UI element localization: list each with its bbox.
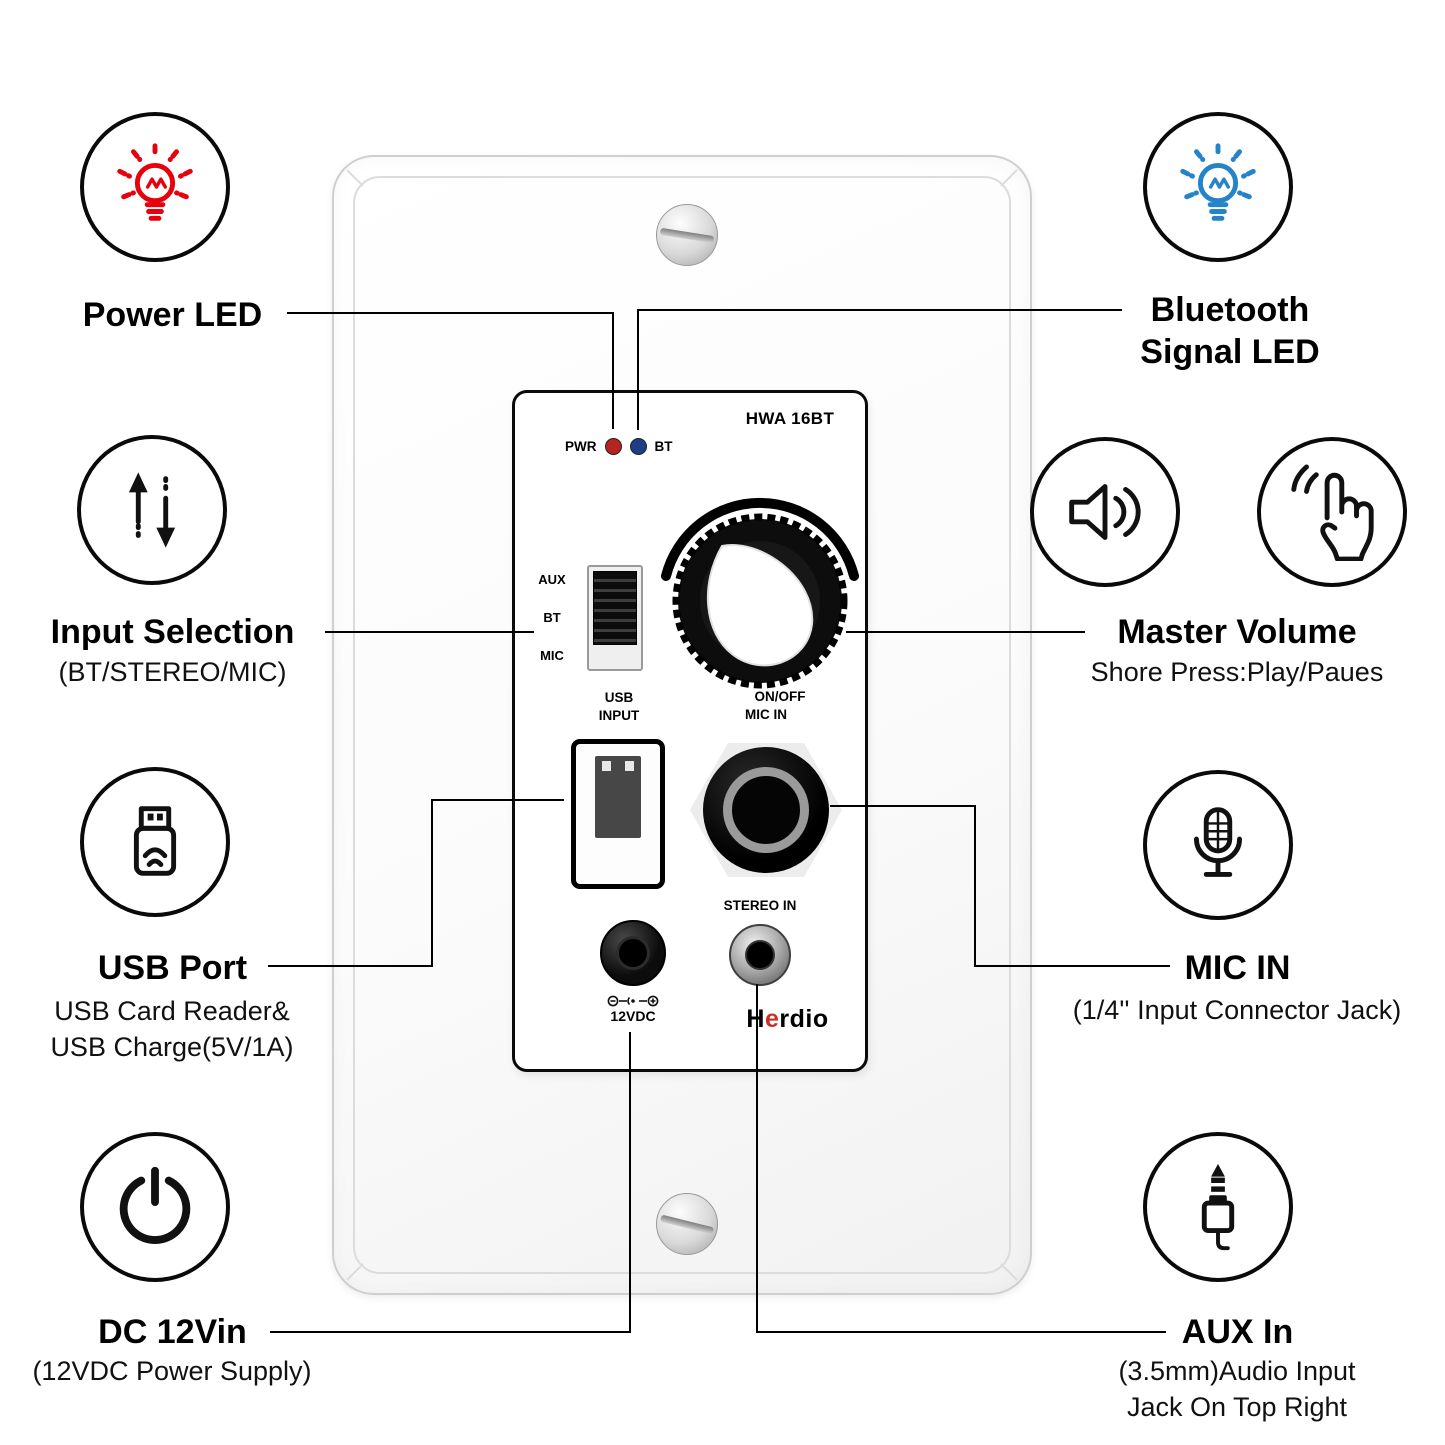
stereo-jack-hole [745, 940, 775, 970]
lightbulb-red-icon [117, 143, 193, 221]
tap-hand-icon [1291, 464, 1374, 561]
switch-option-aux: AUX [538, 572, 566, 587]
usb-port-sub2: USB Charge(5V/1A) [50, 1032, 294, 1062]
master-volume-title: Master Volume [1117, 613, 1357, 651]
dc-power-sub: (12VDC Power Supply) [32, 1356, 312, 1386]
master-volume-touch-callout [1257, 437, 1407, 587]
dc-power-title: DC 12Vin [98, 1313, 247, 1351]
speaker-icon [1069, 484, 1141, 540]
microphone-icon [1193, 807, 1243, 877]
power-led-title: Power LED [82, 296, 263, 334]
usb-contact [625, 761, 634, 771]
switch-option-mic: MIC [540, 648, 564, 663]
input-selection-title: Input Selection [50, 613, 295, 651]
usb-tongue [595, 756, 641, 838]
aux-in-callout [1143, 1132, 1293, 1282]
up-down-arrows-icon [128, 472, 176, 548]
screw-slot [659, 1214, 715, 1235]
mic-jack-ring [723, 767, 809, 853]
usb-port-title: USB Port [97, 949, 248, 987]
bluetooth-callout [1143, 112, 1293, 262]
switch-option-bt: BT [543, 610, 561, 625]
input-selection-sub: (BT/STEREO/MIC) [58, 657, 287, 687]
volume-knob [661, 497, 859, 689]
usb-input-label: USB INPUT [598, 690, 640, 723]
switch-slider [593, 571, 637, 645]
status-led-row: PWR BT [565, 438, 673, 455]
pwr-label: PWR [565, 439, 597, 454]
stereo-in-label: STEREO IN [723, 898, 797, 913]
dc-jack [600, 920, 666, 986]
mic-in-label: MIC IN [745, 707, 787, 722]
dc-polarity-icon [607, 995, 659, 1007]
usb-drive-icon [133, 806, 177, 876]
screw-top [656, 204, 718, 266]
usb-contact [602, 761, 611, 771]
usb-port [571, 739, 665, 889]
screw-bottom [656, 1193, 718, 1255]
device-panel: HWA 16BT PWR BT ON/OFF AUX BT MIC USB IN… [512, 390, 868, 1072]
bluetooth-led [629, 438, 647, 455]
master-volume-sub: Shore Press:Play/Paues [1090, 657, 1384, 687]
input-selection-callout [77, 435, 227, 585]
mic-jack [703, 747, 829, 873]
model-label: HWA 16BT [745, 409, 835, 428]
power-led-callout [80, 112, 230, 262]
bluetooth-title-line2: Signal LED [1140, 333, 1320, 371]
dc-power-callout [80, 1132, 230, 1282]
mic-in-sub: (1/4'' Input Connector Jack) [1072, 995, 1402, 1025]
power-symbol-icon [119, 1166, 191, 1244]
dc-voltage-label: 12VDC [610, 1008, 656, 1024]
bt-label: BT [654, 439, 673, 454]
usb-port-sub1: USB Card Reader& [54, 996, 290, 1026]
onoff-label: ON/OFF [754, 689, 806, 704]
master-volume-speaker-callout [1030, 437, 1180, 587]
dc-jack-hole [616, 936, 650, 970]
power-led [604, 438, 622, 455]
bluetooth-title-line1: Bluetooth [1150, 291, 1310, 329]
audio-plug-icon [1201, 1163, 1235, 1251]
screw-slot [659, 227, 715, 244]
stereo-jack [729, 924, 791, 986]
switch-labels: AUX BT MIC [529, 573, 575, 663]
mic-in-callout [1143, 770, 1293, 920]
brand-logo: Herdio [746, 1005, 829, 1033]
aux-in-title: AUX In [1181, 1313, 1294, 1351]
aux-in-sub1: (3.5mm)Audio Input [1118, 1356, 1356, 1386]
usb-port-callout [80, 767, 230, 917]
aux-in-sub2: Jack On Top Right [1126, 1392, 1348, 1422]
input-selector-switch [587, 565, 643, 671]
mic-in-title: MIC IN [1184, 949, 1291, 987]
lightbulb-blue-icon [1180, 143, 1256, 221]
